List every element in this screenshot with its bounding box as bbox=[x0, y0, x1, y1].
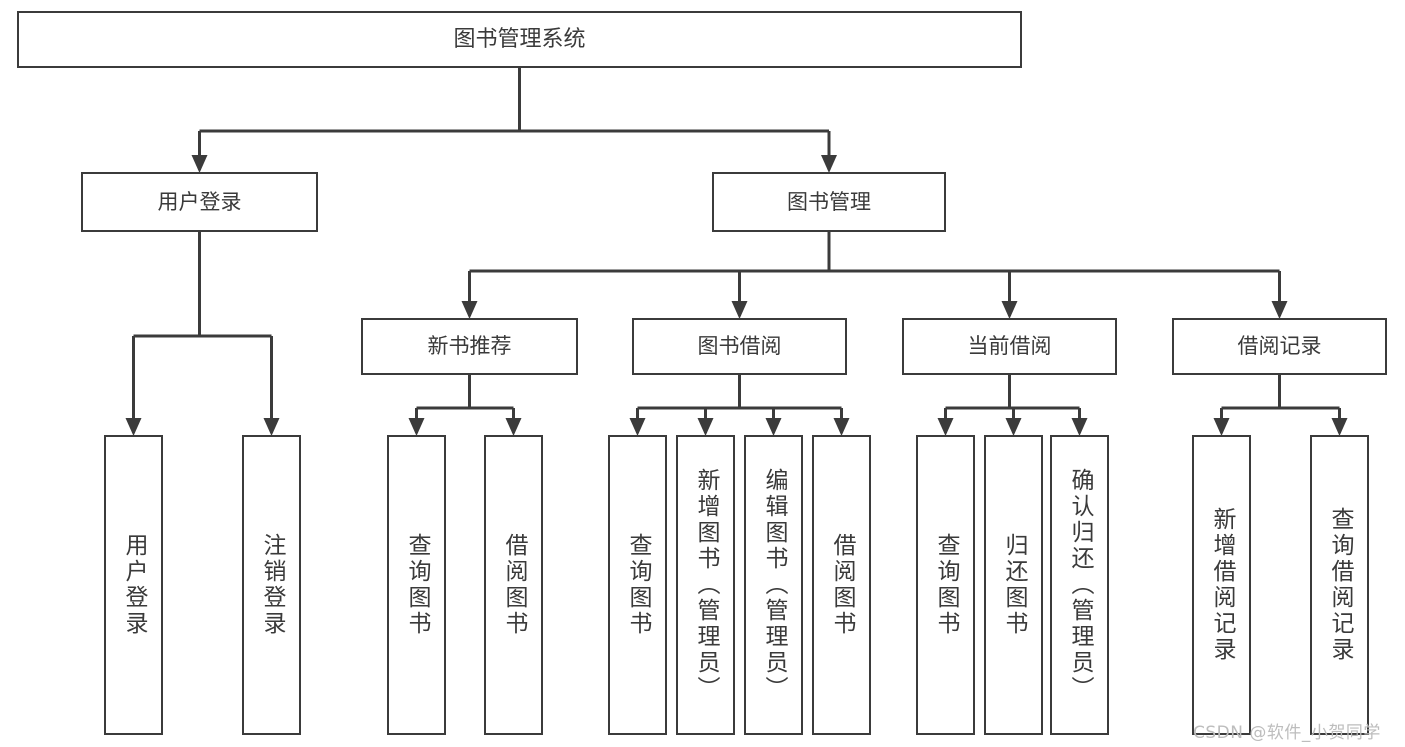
arrow-head-leaf_query_book_1 bbox=[408, 418, 425, 436]
csdn-watermark: CSDN @软件_小贺同学 bbox=[1193, 723, 1381, 743]
node-user-login[interactable]: 用户登录 bbox=[81, 172, 318, 232]
node-leaf-add-book[interactable]: 新增图书（管理员） bbox=[676, 435, 735, 735]
node-label: 编辑图书（管理员） bbox=[761, 468, 787, 702]
node-book-manage[interactable]: 图书管理 bbox=[712, 172, 946, 232]
node-label: 借阅图书 bbox=[829, 533, 855, 637]
node-label: 借阅记录 bbox=[1237, 334, 1322, 359]
arrow-head-book_manage bbox=[821, 155, 837, 173]
node-leaf-confirm-return[interactable]: 确认归还（管理员） bbox=[1050, 435, 1109, 735]
node-label: 用户登录 bbox=[121, 533, 147, 637]
node-leaf-borrow-book-1[interactable]: 借阅图书 bbox=[484, 435, 543, 735]
node-label: 图书管理 bbox=[787, 189, 871, 214]
node-leaf-add-record[interactable]: 新增借阅记录 bbox=[1192, 435, 1251, 735]
node-label: 用户登录 bbox=[157, 189, 242, 214]
node-label: 确认归还（管理员） bbox=[1067, 468, 1093, 702]
node-borrow-record[interactable]: 借阅记录 bbox=[1172, 318, 1387, 375]
node-label: 归还图书 bbox=[1001, 533, 1027, 637]
arrow-head-user_login bbox=[191, 155, 208, 173]
arrow-head-leaf_add_book bbox=[697, 418, 714, 436]
node-book-borrow[interactable]: 图书借阅 bbox=[632, 318, 847, 375]
node-current-borrow[interactable]: 当前借阅 bbox=[902, 318, 1117, 375]
node-leaf-edit-book[interactable]: 编辑图书（管理员） bbox=[744, 435, 803, 735]
node-label: 新增图书（管理员） bbox=[693, 468, 719, 702]
node-label: 新书推荐 bbox=[427, 334, 512, 359]
node-label: 注销登录 bbox=[259, 533, 285, 637]
node-label: 当前借阅 bbox=[967, 334, 1052, 359]
node-leaf-logout[interactable]: 注销登录 bbox=[242, 435, 301, 735]
node-label: 查询图书 bbox=[625, 533, 651, 637]
node-leaf-user-login[interactable]: 用户登录 bbox=[104, 435, 163, 735]
arrow-head-leaf_borrow_book_2 bbox=[833, 418, 850, 436]
node-label: 图书管理系统 bbox=[453, 26, 586, 52]
arrow-head-leaf_edit_book bbox=[765, 418, 782, 436]
node-leaf-query-record[interactable]: 查询借阅记录 bbox=[1310, 435, 1369, 735]
arrow-head-leaf_query_book_3 bbox=[937, 418, 954, 436]
node-label: 查询借阅记录 bbox=[1327, 507, 1353, 663]
arrow-head-new_book_rec bbox=[461, 301, 478, 319]
node-label: 图书借阅 bbox=[697, 334, 782, 359]
arrow-head-book_borrow bbox=[731, 301, 748, 319]
arrow-head-leaf_return_book bbox=[1005, 418, 1022, 436]
node-leaf-return-book[interactable]: 归还图书 bbox=[984, 435, 1043, 735]
node-leaf-query-book-1[interactable]: 查询图书 bbox=[387, 435, 446, 735]
node-leaf-query-book-3[interactable]: 查询图书 bbox=[916, 435, 975, 735]
node-label: 查询图书 bbox=[933, 533, 959, 637]
arrow-head-leaf_add_record bbox=[1213, 418, 1230, 436]
node-root[interactable]: 图书管理系统 bbox=[17, 11, 1022, 68]
node-label: 新增借阅记录 bbox=[1209, 507, 1235, 663]
arrow-head-leaf_confirm_return bbox=[1071, 418, 1088, 436]
arrow-head-leaf_query_book_2 bbox=[629, 418, 646, 436]
node-leaf-query-book-2[interactable]: 查询图书 bbox=[608, 435, 667, 735]
node-label: 查询图书 bbox=[404, 533, 430, 637]
arrow-head-borrow_record bbox=[1271, 301, 1288, 319]
node-new-book-rec[interactable]: 新书推荐 bbox=[361, 318, 578, 375]
arrow-head-leaf_user_login bbox=[125, 418, 142, 436]
arrow-head-leaf_borrow_book_1 bbox=[505, 418, 522, 436]
arrow-head-current_borrow bbox=[1001, 301, 1018, 319]
arrow-head-leaf_logout bbox=[263, 418, 280, 436]
node-label: 借阅图书 bbox=[501, 533, 527, 637]
arrow-head-leaf_query_record bbox=[1331, 418, 1348, 436]
node-leaf-borrow-book-2[interactable]: 借阅图书 bbox=[812, 435, 871, 735]
